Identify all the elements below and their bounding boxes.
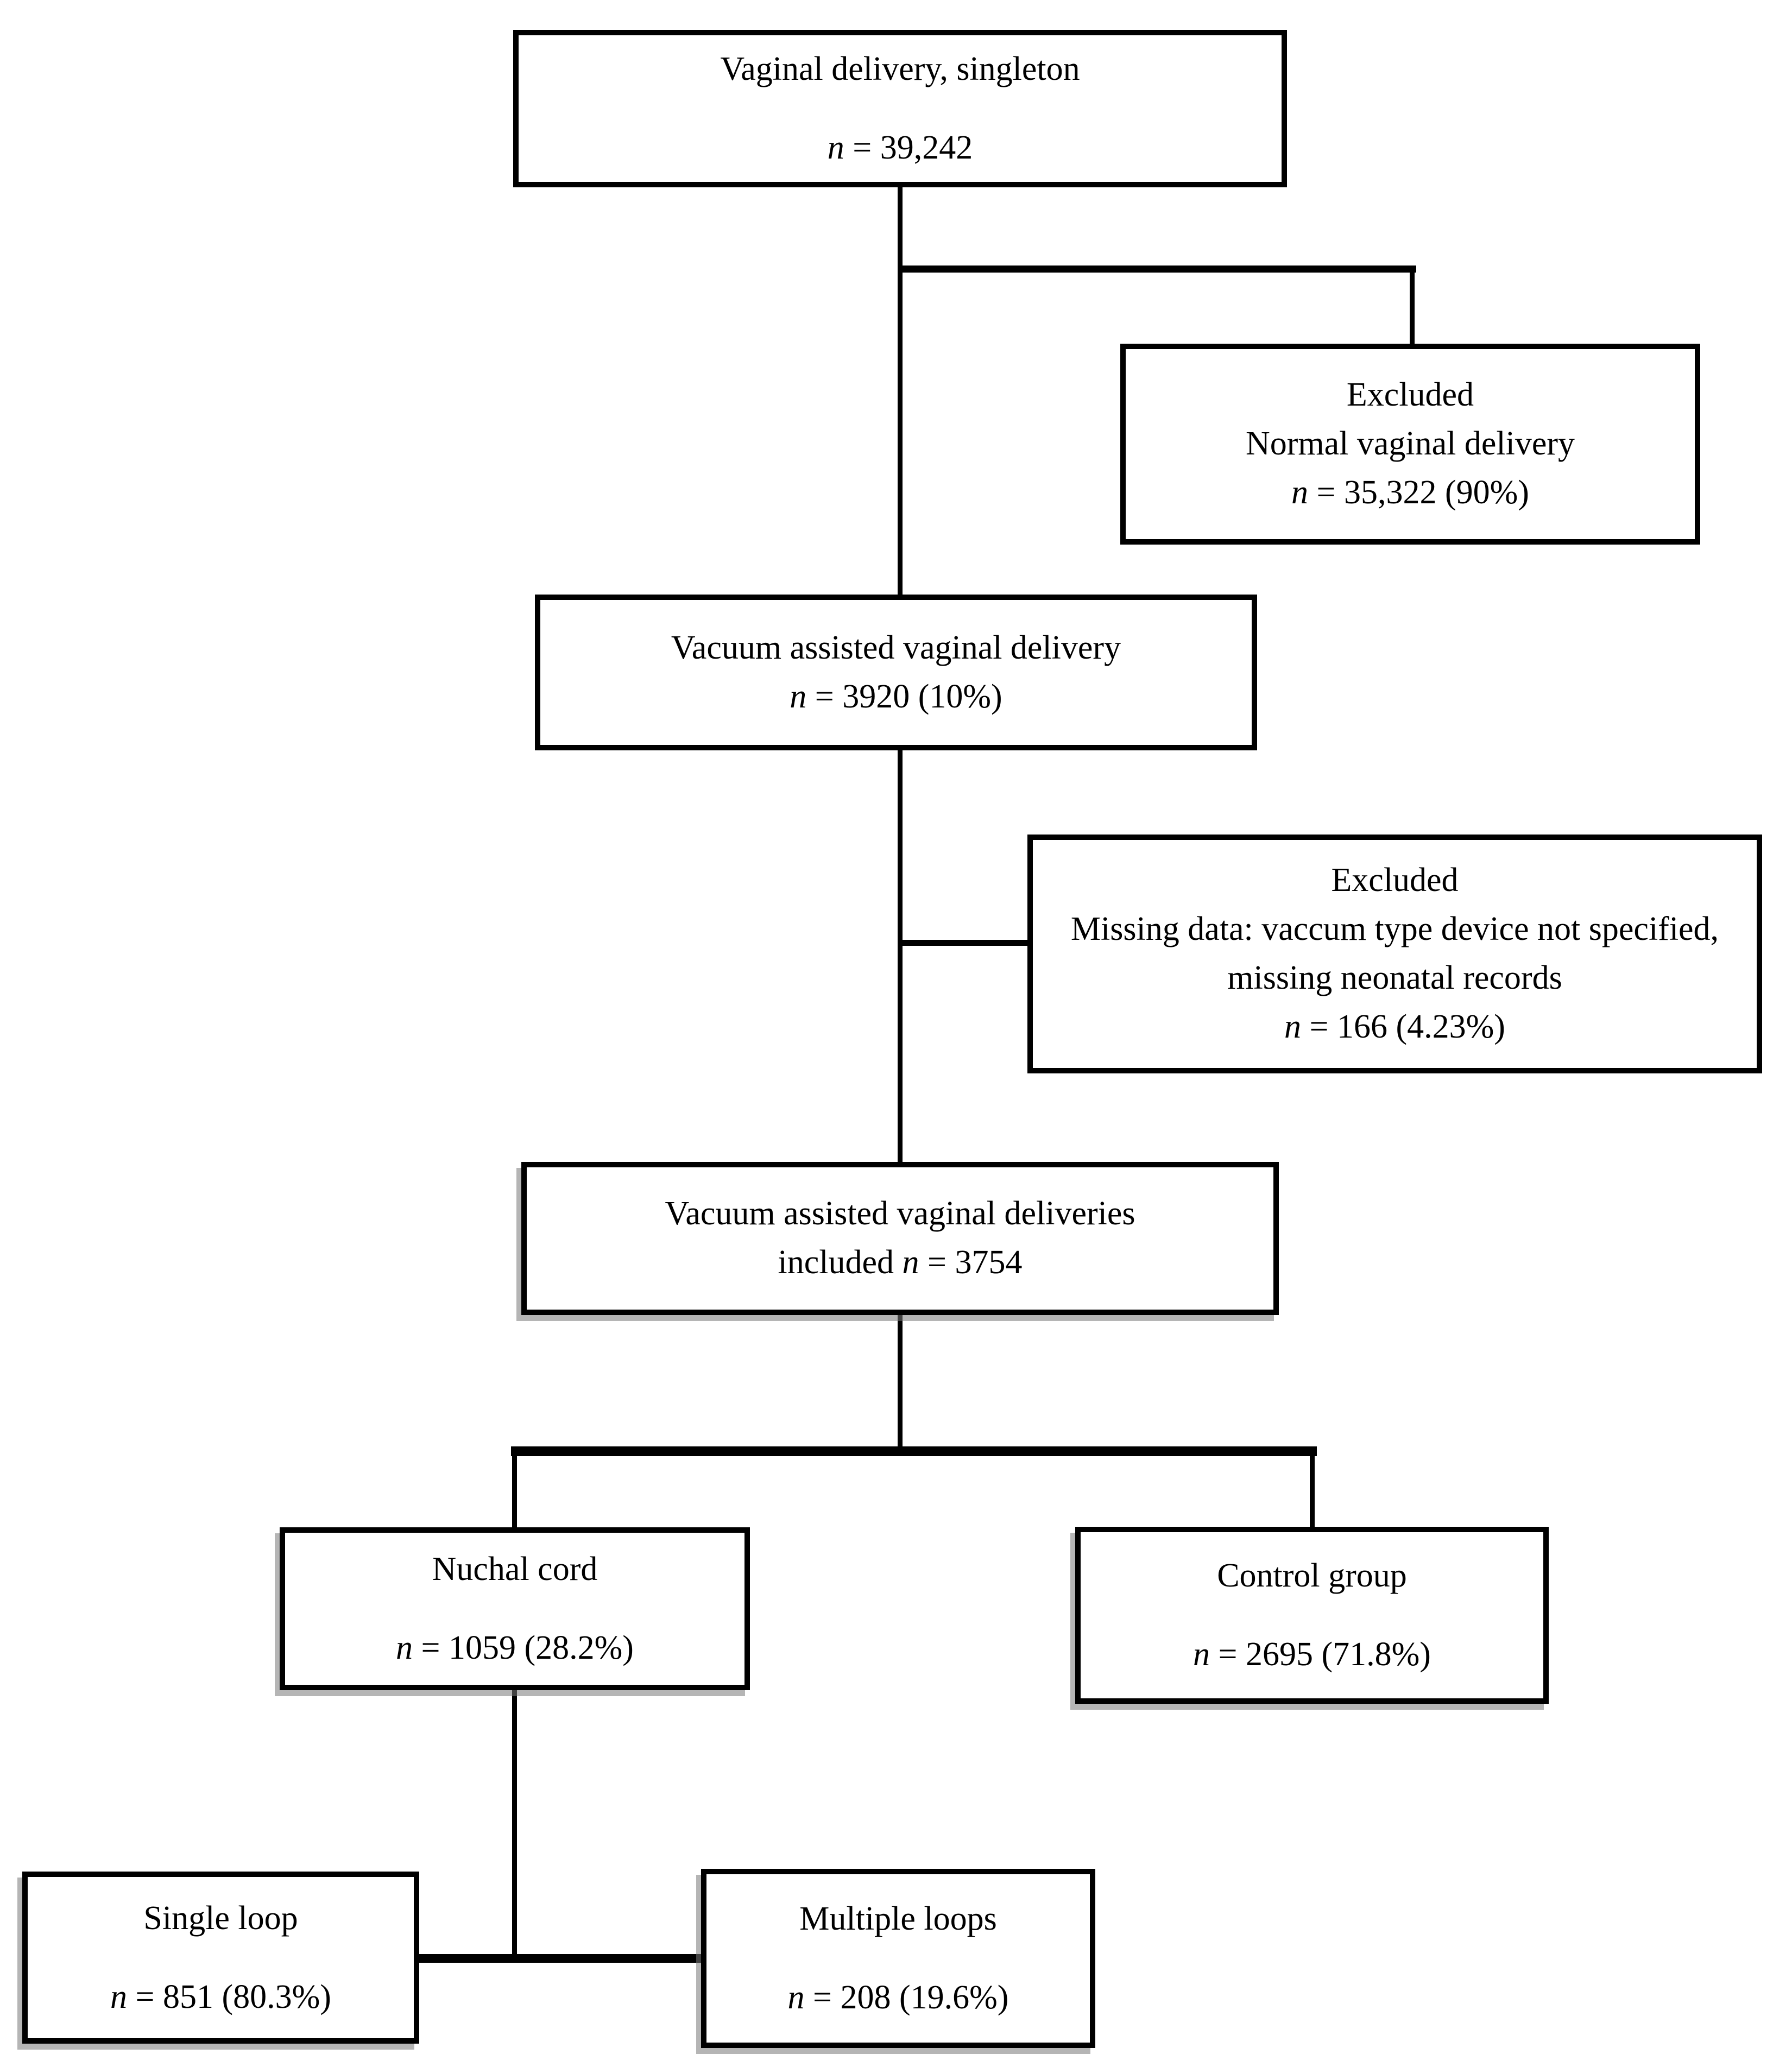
connector-vacuum-to-included-vertical (898, 749, 903, 1163)
box-count: n = 208 (19.6%) (773, 1973, 1024, 2023)
box-excluded-missing-data: Excluded Missing data: vaccum type devic… (1027, 835, 1762, 1073)
box-count: included n = 3754 (763, 1238, 1038, 1287)
n-symbol: n (1284, 1008, 1302, 1045)
n-symbol: n (396, 1629, 413, 1666)
box-vacuum-deliveries-included: Vacuum assisted vaginal deliveries inclu… (521, 1162, 1279, 1315)
connector-branch-excluded-normal-drop (1410, 269, 1415, 345)
box-count: n = 1059 (28.2%) (381, 1623, 649, 1673)
box-single-loop: Single loop n = 851 (80.3%) (22, 1872, 419, 2044)
included-label: included (778, 1244, 894, 1281)
connector-nuchal-to-loops-vertical (512, 1689, 517, 1961)
box-count: n = 2695 (71.8%) (1178, 1629, 1446, 1680)
n-value: = 35,322 (90%) (1316, 473, 1529, 511)
n-value: = 39,242 (853, 129, 973, 166)
n-value: = 208 (19.6%) (813, 1979, 1009, 2016)
box-title: Vacuum assisted vaginal delivery (671, 629, 1121, 666)
n-value: = 2695 (71.8%) (1218, 1636, 1431, 1673)
excluded-label: Excluded (1331, 862, 1459, 899)
connector-loops-horizontal (418, 1954, 702, 1963)
exclusion-reason: Normal vaginal delivery (1245, 425, 1575, 463)
box-vacuum-assisted-vaginal-delivery: Vacuum assisted vaginal delivery n = 392… (535, 595, 1257, 750)
n-symbol: n (1291, 473, 1309, 511)
box-title: Single loop (143, 1899, 298, 1937)
box-nuchal-cord: Nuchal cord n = 1059 (28.2%) (280, 1527, 750, 1690)
n-value: = 1059 (28.2%) (421, 1629, 634, 1666)
exclusion-reason: Missing data: vaccum type device not spe… (1070, 911, 1719, 996)
box-title: Nuchal cord (432, 1551, 598, 1588)
box-count: n = 39,242 (812, 123, 988, 173)
box-title: Vacuum assisted vaginal deliveries (665, 1195, 1135, 1232)
n-value: = 3754 (927, 1244, 1023, 1281)
connector-branch-excluded-missing-horizontal (900, 940, 1028, 946)
n-symbol: n (902, 1244, 919, 1281)
excluded-label: Excluded (1346, 376, 1474, 414)
n-value: = 166 (4.23%) (1309, 1008, 1505, 1045)
box-title: Vaginal delivery, singleton (720, 50, 1080, 87)
box-title: Multiple loops (799, 1900, 997, 1937)
connector-split-drop-nuchal (512, 1453, 517, 1529)
n-symbol: n (1193, 1636, 1210, 1673)
box-title: Control group (1217, 1557, 1407, 1594)
box-count: n = 851 (80.3%) (95, 1972, 346, 2022)
connector-split-drop-control (1310, 1453, 1315, 1528)
connector-included-to-split-vertical (898, 1314, 903, 1454)
n-value: = 3920 (10%) (815, 678, 1002, 715)
n-symbol: n (110, 1978, 128, 2015)
box-multiple-loops: Multiple loops n = 208 (19.6%) (701, 1869, 1095, 2048)
box-count: n = 3920 (10%) (774, 673, 1017, 722)
box-count: n = 166 (4.23%) (1269, 1003, 1520, 1052)
box-control-group: Control group n = 2695 (71.8%) (1075, 1527, 1549, 1704)
connector-split-tbar-horizontal (511, 1446, 1317, 1456)
connector-top-to-vacuum-vertical (898, 186, 903, 596)
n-symbol: n (790, 678, 807, 715)
n-symbol: n (787, 1979, 805, 2016)
box-excluded-normal-vaginal-delivery: Excluded Normal vaginal delivery n = 35,… (1120, 344, 1700, 545)
box-vaginal-delivery-singleton: Vaginal delivery, singleton n = 39,242 (513, 30, 1287, 187)
n-value: = 851 (80.3%) (135, 1978, 331, 2015)
connector-branch-excluded-normal-horizontal (898, 266, 1416, 273)
n-symbol: n (827, 129, 844, 166)
box-count: n = 35,322 (90%) (1276, 469, 1544, 517)
